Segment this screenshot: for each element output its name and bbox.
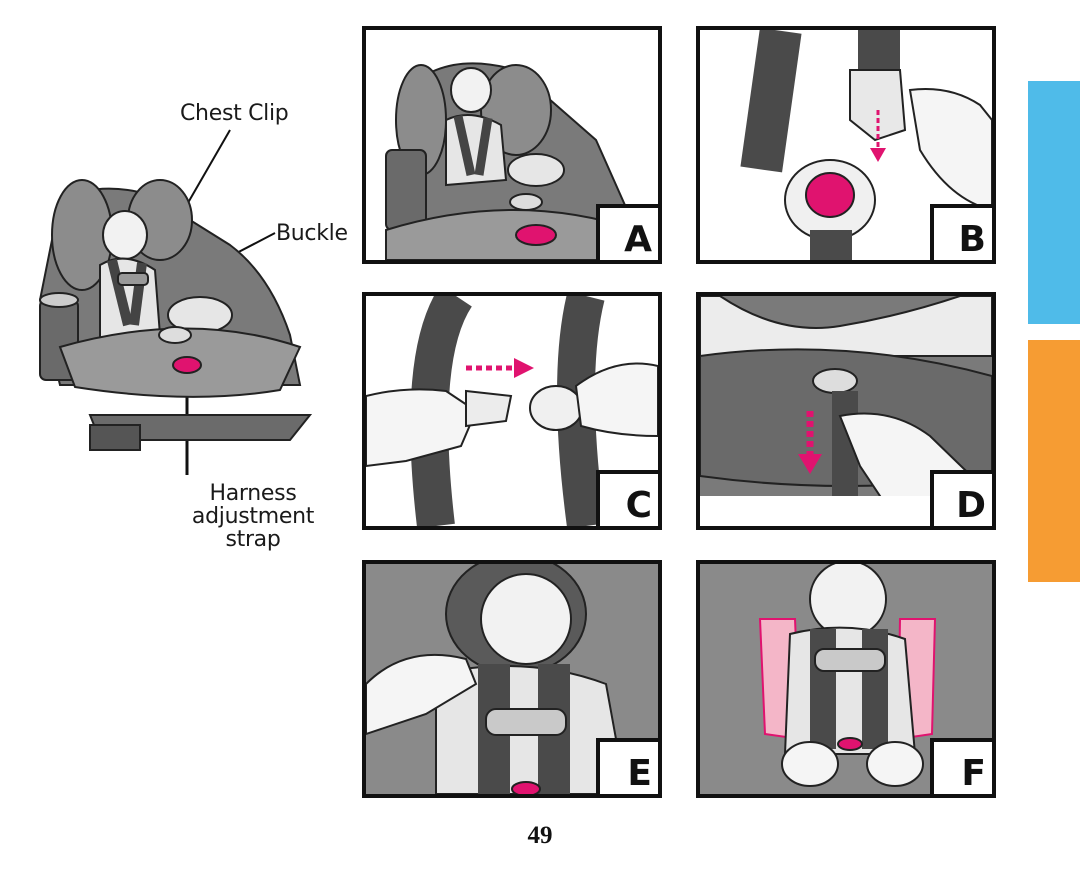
harness-adjustment-strap-label: Harness adjustment strap — [191, 481, 315, 553]
step-letter-box: B — [930, 204, 992, 260]
step-panel-c: C — [362, 292, 662, 530]
step-letter-box: E — [596, 738, 658, 794]
step-letter-box: C — [596, 470, 658, 526]
step-panel-f: F — [696, 560, 996, 798]
step-letter-f: F — [961, 753, 986, 794]
step-letter-box: D — [930, 470, 992, 526]
section-tab-blue — [1028, 81, 1080, 324]
buckle-label: Buckle — [276, 221, 348, 246]
step-letter-d: D — [956, 485, 986, 526]
step-letter-a: A — [624, 219, 652, 260]
step-panel-b: B — [696, 26, 996, 264]
section-tab-orange — [1028, 340, 1080, 582]
step-letter-c: C — [625, 485, 652, 526]
step-letter-e: E — [627, 753, 652, 794]
step-panel-a: A — [362, 26, 662, 264]
step-letter-b: B — [958, 219, 986, 260]
step-letter-box: F — [930, 738, 992, 794]
step-panel-d: D — [696, 292, 996, 530]
step-letter-box: A — [596, 204, 658, 260]
page-number: 49 — [527, 822, 553, 849]
step-panel-e: E — [362, 560, 662, 798]
car-seat-overview-illustration — [30, 85, 360, 585]
chest-clip-label: Chest Clip — [180, 101, 289, 126]
